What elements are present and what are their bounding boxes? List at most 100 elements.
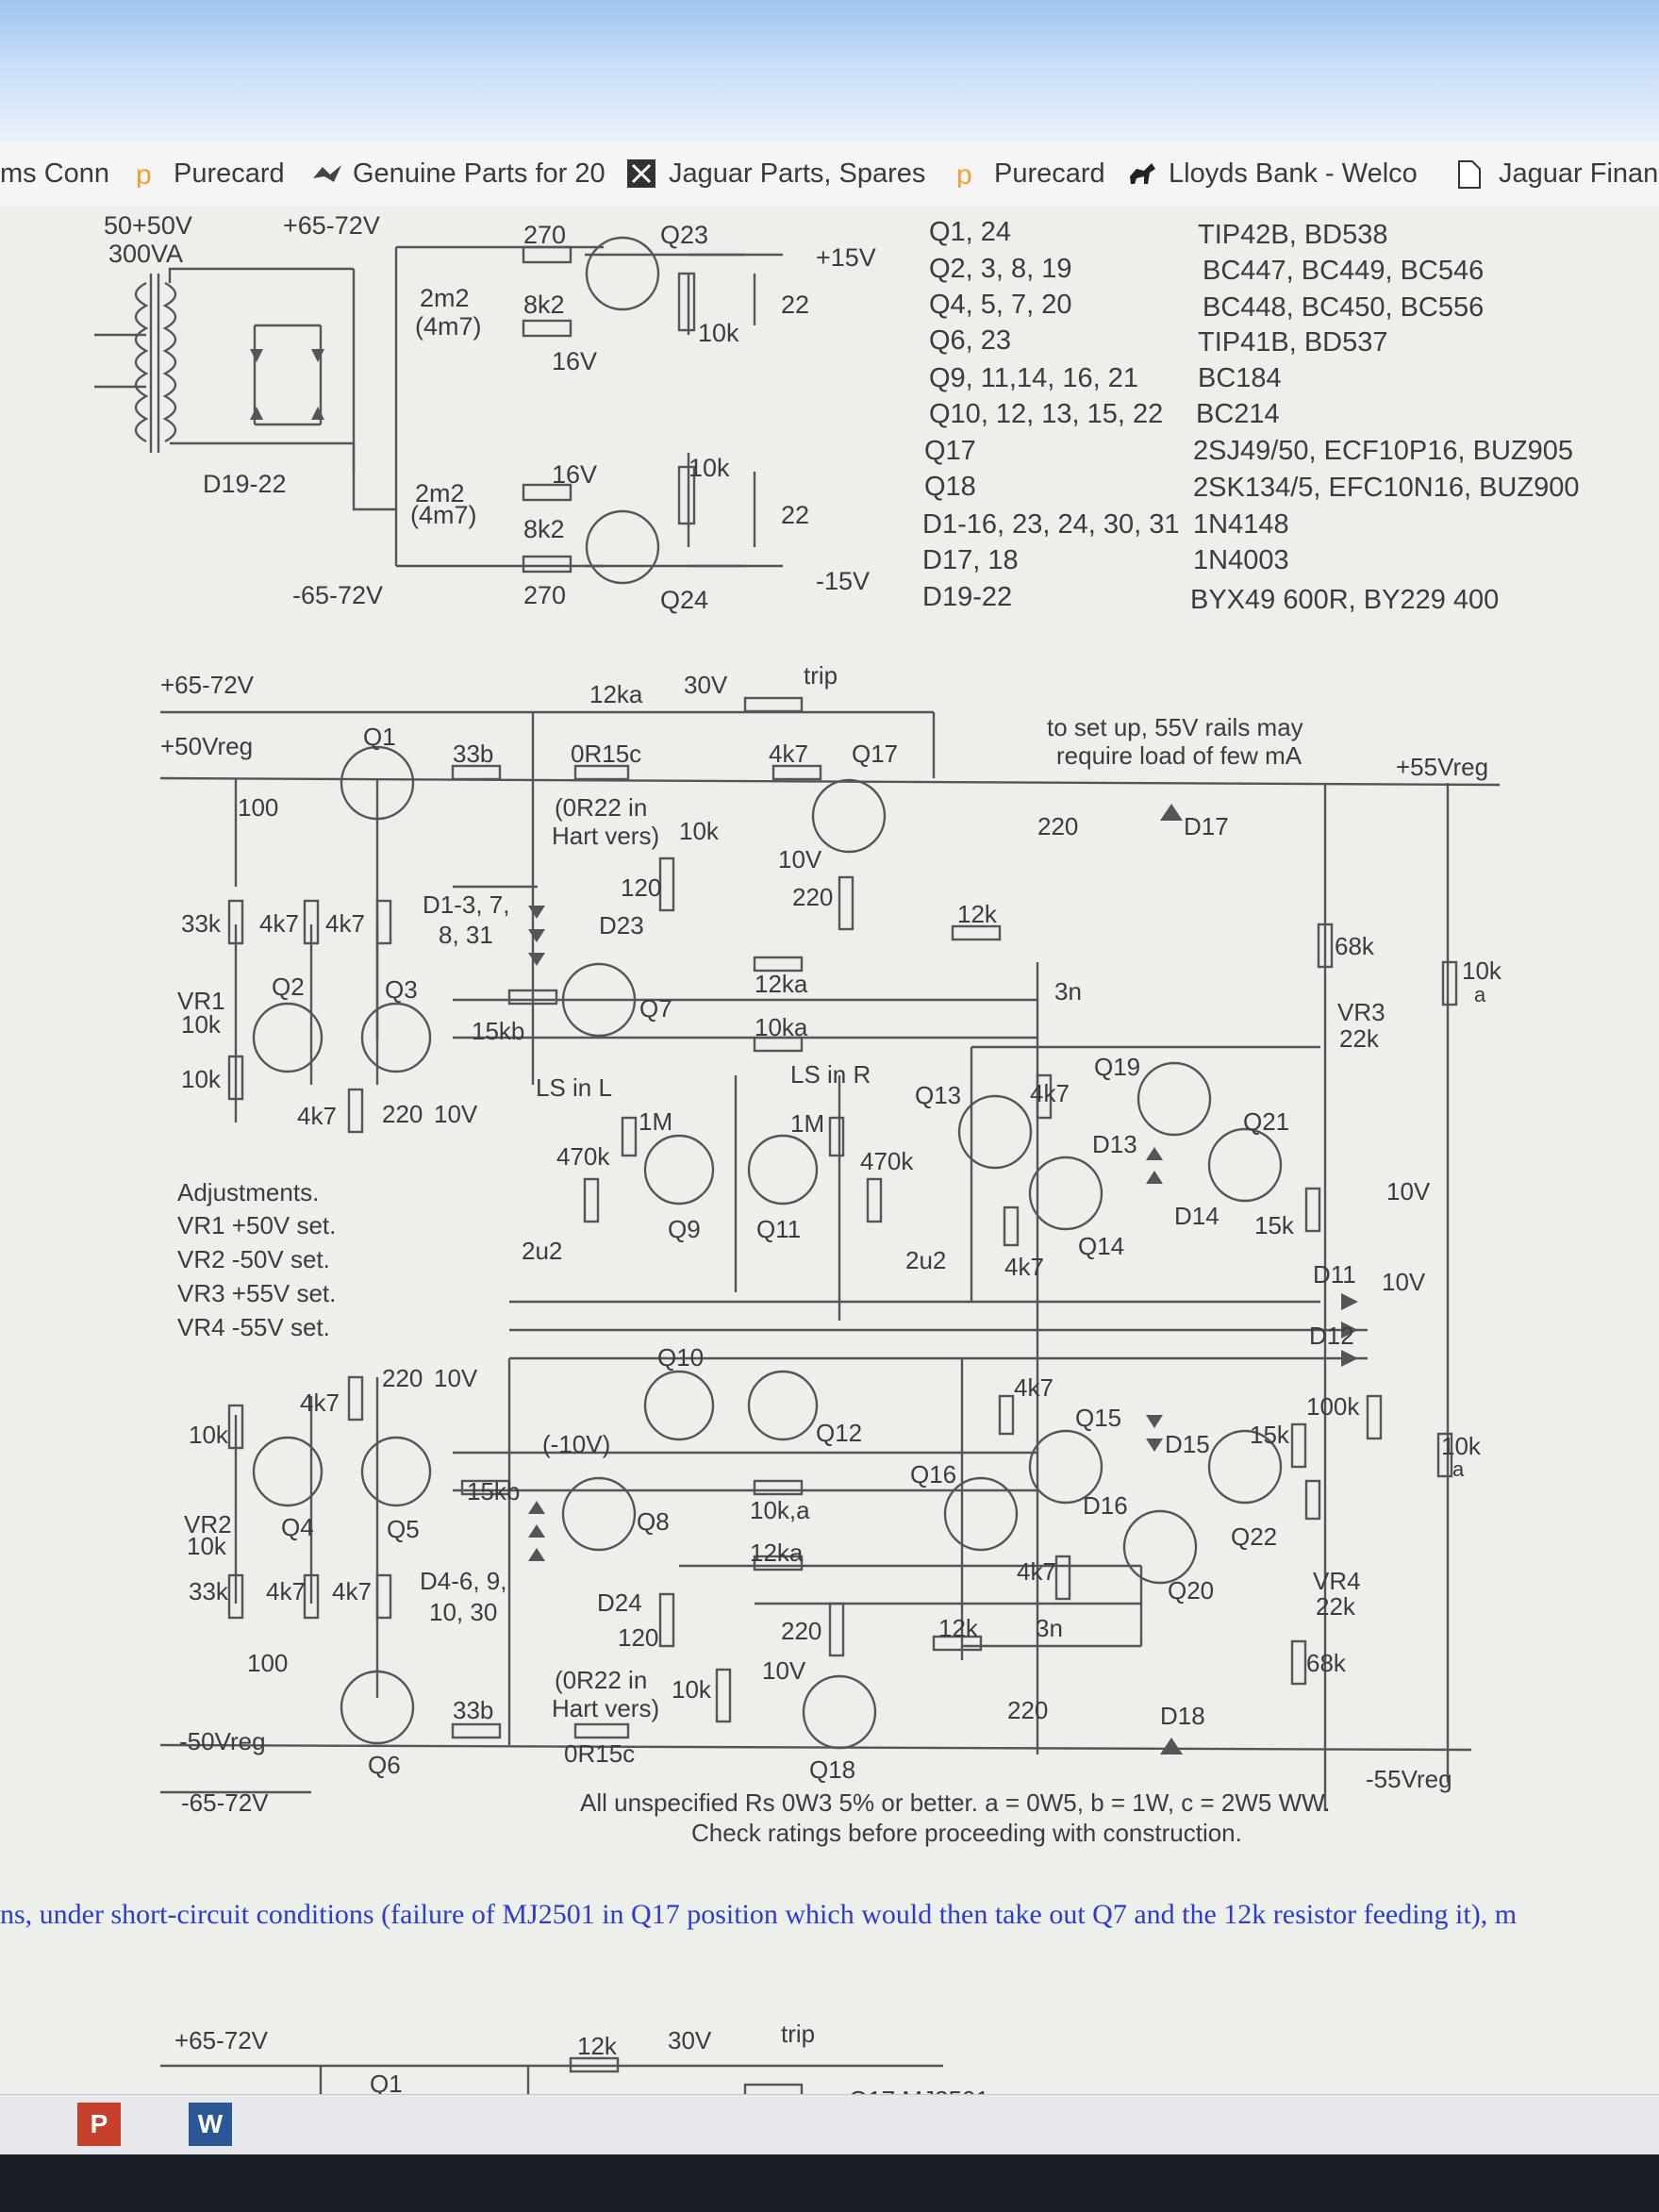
powerpoint-icon[interactable]: P xyxy=(77,2103,121,2146)
part-value: BC214 xyxy=(1196,399,1280,429)
zener-label: 10V xyxy=(1386,1177,1431,1206)
transistor-label: Q1 xyxy=(370,2070,403,2094)
transistor-label: Q15 xyxy=(1075,1404,1121,1432)
resistor-label: 120 xyxy=(618,1623,658,1652)
transistor-label: Q23 xyxy=(660,221,708,249)
resistor-label: 10k xyxy=(189,1421,229,1449)
zener-label: 30V xyxy=(684,671,728,699)
bookmark-item[interactable]: Lloyds Bank - Welco xyxy=(1127,155,1418,192)
part-ref: Q17 xyxy=(924,436,976,466)
resistor-label: 10ka xyxy=(755,1013,808,1041)
transistor-label: Q20 xyxy=(1168,1576,1214,1605)
bookmark-label: Lloyds Bank - Welco xyxy=(1169,158,1418,189)
word-icon[interactable]: W xyxy=(189,2103,232,2146)
purecard-p-icon: p xyxy=(132,159,160,191)
trimmer-label: 10k xyxy=(187,1532,227,1560)
parts-table: Q1, 24 TIP42B, BD538 Q2, 3, 8, 19 BC447,… xyxy=(922,217,1579,615)
transistor-label: Q1 xyxy=(363,723,396,751)
resistor-note: (0R22 in xyxy=(555,1666,647,1694)
transistor-label: Q9 xyxy=(668,1215,701,1243)
resistor-label: 15kb xyxy=(472,1017,524,1045)
svg-text:p: p xyxy=(136,159,152,188)
diode-label: D18 xyxy=(1160,1702,1205,1730)
trimmer-label: VR2 xyxy=(184,1510,232,1538)
trimmer-label: 22k xyxy=(1339,1024,1380,1053)
resistor-label: 1M xyxy=(639,1107,672,1136)
trimmer-label: VR4 xyxy=(1313,1567,1361,1595)
trimmer-label: 22k xyxy=(1316,1592,1356,1621)
bookmark-item[interactable]: p Purecard xyxy=(132,155,285,192)
bookmark-label: Genuine Parts for 20 xyxy=(353,158,606,189)
resistor-label: 12k xyxy=(938,1614,979,1642)
transistor-label: Q6 xyxy=(368,1751,401,1779)
bookmark-label: Jaguar Financ xyxy=(1499,158,1659,189)
capacitor-label: 3n xyxy=(1036,1614,1063,1642)
zener-label: 30V xyxy=(668,2026,712,2054)
resistor-label: 220 xyxy=(792,883,833,911)
capacitor-label: 22 xyxy=(781,501,809,529)
diode-label: D1-3, 7, xyxy=(423,890,510,919)
part-value: BYX49 600R, BY229 400 xyxy=(1190,585,1499,615)
zener-label: 16V xyxy=(552,347,597,375)
speaker-label: LS in R xyxy=(790,1060,871,1089)
diode-label: 8, 31 xyxy=(439,921,493,949)
transistor-label: Q3 xyxy=(385,975,418,1004)
speaker-label: LS in L xyxy=(536,1073,612,1102)
rail-label: -65-72V xyxy=(181,1788,269,1817)
transistor-label: Q4 xyxy=(281,1513,314,1541)
resistor-label: 4k7 xyxy=(300,1389,340,1417)
part-ref: Q2, 3, 8, 19 xyxy=(929,254,1072,284)
capacitor-label: 100 xyxy=(247,1649,288,1677)
trimmer-label: 10k xyxy=(181,1010,222,1039)
transistor-label: Q13 xyxy=(915,1081,961,1109)
adjust-line: VR1 +50V set. xyxy=(177,1211,336,1239)
resistor-label: 120 xyxy=(621,873,661,902)
footnote-line: All unspecified Rs 0W3 5% or better. a =… xyxy=(580,1788,1331,1817)
horse-icon xyxy=(1127,159,1155,188)
part-value: BC448, BC450, BC556 xyxy=(1203,292,1484,323)
bookmark-item[interactable]: Genuine Parts for 20 xyxy=(311,155,606,192)
resistor-label: 4k7 xyxy=(297,1102,337,1130)
capacitor-label: 220 xyxy=(1037,812,1078,840)
adjust-line: VR4 -55V set. xyxy=(177,1313,330,1341)
setup-note: to set up, 55V rails may xyxy=(1047,713,1303,741)
rail-label: +50Vreg xyxy=(160,732,253,760)
bookmark-item[interactable]: Jaguar Financ xyxy=(1457,155,1659,192)
capacitor-label: (4m7) xyxy=(415,312,482,341)
bookmark-item[interactable]: Jaguar Parts, Spares xyxy=(627,155,925,192)
diode-label: 10, 30 xyxy=(429,1598,497,1626)
bookmark-label: Purecard xyxy=(994,158,1105,189)
rail-label: -55Vreg xyxy=(1366,1765,1452,1793)
transistor-label: Q18 xyxy=(809,1755,855,1784)
setup-note: require load of few mA xyxy=(1056,741,1302,770)
bookmark-item[interactable]: p Purecard xyxy=(953,155,1105,192)
diode-label: D23 xyxy=(599,911,644,940)
transistor-label: Q17 xyxy=(852,740,898,768)
part-value: 2SJ49/50, ECF10P16, BUZ905 xyxy=(1193,436,1573,466)
capacitor-label: 100 xyxy=(238,793,278,822)
document-icon xyxy=(1457,159,1485,189)
resistor-label: 4k7 xyxy=(266,1577,306,1605)
resistor-label: 10k xyxy=(672,1675,712,1704)
part-value: TIP41B, BD537 xyxy=(1198,327,1388,358)
bookmark-item[interactable]: ms Conn xyxy=(0,155,109,192)
rail-label: +65-72V xyxy=(174,2026,269,2054)
resistor-note: Hart vers) xyxy=(552,1694,659,1722)
bookmark-label: Jaguar Parts, Spares xyxy=(669,158,926,189)
trimmer-label: VR1 xyxy=(177,987,225,1015)
transistor-label: Q22 xyxy=(1231,1522,1277,1551)
part-value: 2SK134/5, EFC10N16, BUZ900 xyxy=(1193,473,1579,503)
resistor-label: 4k7 xyxy=(325,909,365,938)
trip-label: trip xyxy=(804,661,838,690)
adjust-line: VR3 +55V set. xyxy=(177,1279,336,1307)
voltage-label: (-10V) xyxy=(542,1430,610,1458)
diode-label: D4-6, 9, xyxy=(420,1567,507,1595)
transistor-label: Q5 xyxy=(387,1515,420,1543)
transistor-label: Q21 xyxy=(1243,1107,1289,1136)
resistor-label: 270 xyxy=(523,221,566,249)
output-label: +15V xyxy=(816,243,876,272)
resistor-label: 10k,a xyxy=(750,1496,810,1524)
transistor-label: Q11 xyxy=(756,1215,801,1243)
resistor-label: 12k xyxy=(957,900,998,928)
rail-label: -65-72V xyxy=(292,581,383,609)
